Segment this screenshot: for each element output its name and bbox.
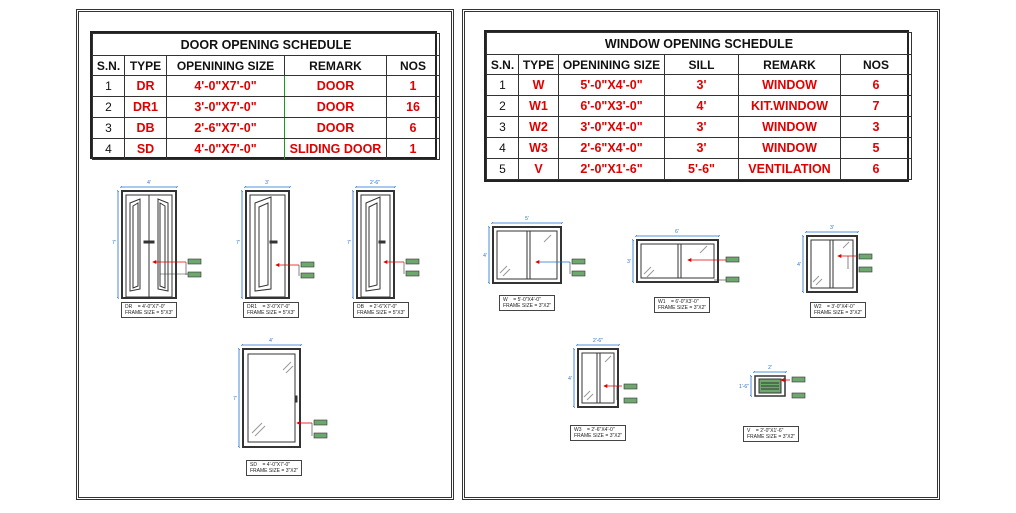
table-row: 3 W2 3'-0"X4'-0" 3' WINDOW 3 [486, 116, 913, 138]
table-row: 4 SD 4'-0"X7'-0" SLIDING DOOR 1 [92, 138, 441, 160]
caption-dr1: DR1 = 3'-0"X7'-0" FRAME SIZE = 5"X3" [243, 302, 300, 318]
dim-sd-height: 7' [233, 396, 237, 402]
cell-remark: SLIDING DOOR [284, 138, 387, 160]
window-w2-elevation [806, 235, 858, 293]
caption-w: W = 5'-0"X4'-0" FRAME SIZE = 3"X2" [499, 295, 556, 311]
table-row: 3 DB 2'-6"X7'-0" DOOR 6 [92, 117, 441, 139]
caption-w2: W2 = 3'-0"X4'-0" FRAME SIZE = 3"X2" [810, 302, 867, 318]
cell-type: W3 [518, 137, 559, 159]
dim-w2-width: 3' [830, 225, 834, 231]
window-w1-elevation [636, 239, 719, 283]
table-row: 2 W1 6'-0"X3'-0" 4' KIT.WINDOW 7 [486, 95, 913, 117]
header-size: OPENINING SIZE [558, 54, 665, 75]
cell-type: W2 [518, 116, 559, 138]
cell-nos: 6 [839, 158, 913, 180]
dim-w-height: 4' [483, 253, 487, 259]
dim-dr1-width: 3' [265, 180, 269, 186]
cell-size: 2'-6"X7'-0" [166, 117, 285, 139]
cell-remark: DOOR [284, 96, 387, 118]
dim-dr-height: 7' [112, 240, 116, 246]
cell-size: 6'-0"X3'-0" [558, 95, 665, 117]
window-w3-elevation [577, 348, 619, 408]
table-row: 4 W3 2'-6"X4'-0" 3' WINDOW 5 [486, 137, 913, 159]
window-schedule-table: WINDOW OPENING SCHEDULE S.N. TYPE OPENIN… [484, 30, 913, 182]
cell-remark: DOOR [284, 75, 387, 97]
door-dr-elevation [121, 190, 177, 299]
window-schedule-title: WINDOW OPENING SCHEDULE [485, 32, 913, 55]
table-row: 2 DR1 3'-0"X7'-0" DOOR 16 [92, 96, 441, 118]
cell-size: 4'-0"X7'-0" [166, 75, 285, 97]
dim-w3-height: 4' [568, 376, 572, 382]
cell-size: 3'-0"X4'-0" [558, 116, 665, 138]
header-type: TYPE [518, 54, 559, 75]
dim-w-width: 5' [525, 216, 529, 222]
window-w-elevation [492, 226, 562, 284]
cell-nos: 16 [385, 96, 441, 118]
caption-sd: SD = 4'-0"X7'-0" FRAME SIZE = 3"X2" [246, 460, 303, 476]
dim-v-width: 2' [768, 365, 772, 371]
caption-dr: DR = 4'-0"X7'-0" FRAME SIZE = 5"X3" [121, 302, 178, 318]
dim-db-height: 7' [347, 240, 351, 246]
leaders [152, 253, 873, 439]
door-sd-elevation [242, 348, 301, 448]
caption-w3: W3 = 2'-6"X4'-0" FRAME SIZE = 3"X2" [570, 425, 627, 441]
ventilator-v-elevation [754, 375, 786, 397]
cell-size: 4'-0"X7'-0" [166, 138, 285, 160]
cell-remark: WINDOW [738, 137, 841, 159]
table-row: 5 V 2'-0"X1'-6" 5'-6" VENTILATION 6 [486, 158, 913, 180]
cell-type: W1 [518, 95, 559, 117]
cell-size: 2'-6"X4'-0" [558, 137, 665, 159]
dim-w1-width: 6' [675, 229, 679, 235]
cell-nos: 1 [385, 138, 441, 160]
door-db-elevation [356, 190, 395, 299]
cell-size: 2'-0"X1'-6" [558, 158, 665, 180]
cell-remark: WINDOW [738, 116, 841, 138]
door-dr1-elevation [245, 190, 290, 299]
cell-nos: 6 [385, 117, 441, 139]
cell-type: SD [124, 138, 167, 160]
table-row: 1 DR 4'-0"X7'-0" DOOR 1 [92, 75, 441, 97]
caption-w1: W1 = 6'-0"X3'-0" FRAME SIZE = 3"X2" [654, 297, 711, 313]
dim-db-width: 2'-6" [370, 180, 380, 186]
caption-v: V = 2'-0"X1'-6" FRAME SIZE = 3"X2" [743, 426, 800, 442]
caption-db: DB = 2'-6"X7'-0" FRAME SIZE = 5"X3" [353, 302, 410, 318]
cell-remark: VENTILATION [738, 158, 841, 180]
dim-dr1-height: 7' [236, 240, 240, 246]
cell-remark: DOOR [284, 117, 387, 139]
cell-type: DR1 [124, 96, 167, 118]
dim-dr-width: 4' [147, 180, 151, 186]
dim-sd-width: 4' [269, 338, 273, 344]
header-nos: NOS [385, 55, 441, 76]
dim-v-height: 1'-6" [739, 384, 749, 390]
dim-w3-width: 2'-6" [593, 338, 603, 344]
dim-w1-height: 3' [627, 259, 631, 265]
door-schedule-table: DOOR OPENING SCHEDULE S.N. TYPE OPENININ… [90, 31, 441, 160]
header-size: OPENINING SIZE [166, 55, 285, 76]
cell-remark: KIT.WINDOW [738, 95, 841, 117]
dim-w2-height: 4' [797, 262, 801, 268]
dimension-lines [118, 187, 858, 447]
